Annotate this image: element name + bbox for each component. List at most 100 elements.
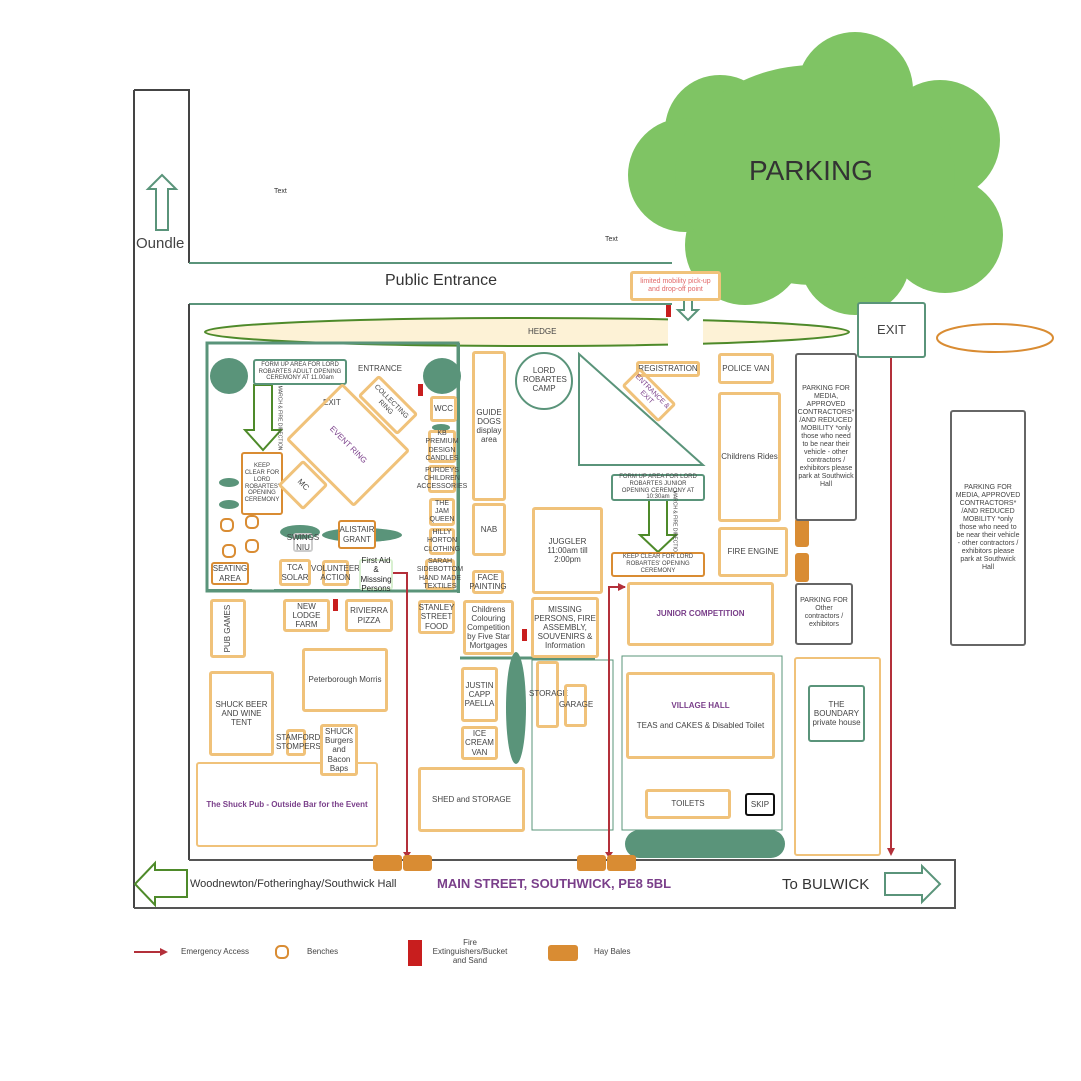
march-direction-label: MARCH & FIRE DIRECTION <box>276 385 283 451</box>
keep-clear-junior: KEEP CLEAR FOR LORD ROBARTES' OPENING CE… <box>611 552 705 577</box>
shuck-burgers: SHUCK Burgers and Bacon Baps <box>320 724 358 776</box>
registration: REGISTRATION <box>636 361 700 377</box>
bench-icon <box>220 518 234 532</box>
fence-line <box>457 343 460 593</box>
parking-media-1: PARKING FOR MEDIA, APPROVED CONTRACTORS*… <box>795 353 857 521</box>
hay-bale <box>403 855 432 871</box>
tree-icon <box>423 358 461 394</box>
the-boundary-house: THE BOUNDARY private house <box>808 685 865 742</box>
legend-hay: Hay Bales <box>594 947 631 956</box>
seating-area: SEATING AREA <box>211 562 249 585</box>
legend-emergency: Emergency Access <box>181 947 250 956</box>
text-label: Text <box>605 236 618 243</box>
legend-benches: Benches <box>307 947 339 956</box>
fire-extinguisher <box>666 305 671 317</box>
legend-fire: Fire Extinguishers/Bucket and Sand <box>432 938 508 965</box>
pub-games: PUB GAMES <box>210 599 246 658</box>
boundary-grounds <box>794 657 881 856</box>
hay-bale-icon <box>548 945 578 961</box>
fence-line <box>274 589 392 592</box>
junior-competition-label: JUNIOR COMPETITION <box>656 609 745 619</box>
parking-media-2: PARKING FOR MEDIA, APPROVED CONTRACTORS*… <box>950 410 1026 646</box>
police-van: POLICE VAN <box>718 353 774 384</box>
parking-label: PARKING <box>749 155 873 186</box>
west-road-label: Woodnewton/Fotheringhay/Southwick Hall <box>190 878 397 890</box>
garage-label: GARAGE <box>559 700 594 709</box>
north-arrow-icon <box>145 173 179 231</box>
garage <box>564 684 587 727</box>
stall-kb-candles: KB PREMIUM DESIGN CANDLES <box>425 430 459 463</box>
fire-engine: FIRE ENGINE <box>718 527 788 577</box>
lord-robartes-camp: LORD ROBARTES CAMP <box>523 366 567 393</box>
village-hall: VILLAGE HALL TEAS and CAKES & Disabled T… <box>626 672 775 759</box>
shed-and-storage: SHED and STORAGE <box>418 767 525 832</box>
storage-label: STORAGE <box>529 689 568 698</box>
fire-extinguisher <box>333 599 338 611</box>
stall-jam-queen: THE JAM QUEEN <box>429 498 455 526</box>
hay-bale <box>795 518 809 547</box>
tree-icon <box>432 424 450 431</box>
west-arrow-icon <box>133 860 188 908</box>
bench-icon <box>245 515 259 529</box>
fire-extinguisher <box>418 384 423 396</box>
stall-tca-solar: TCA SOLAR <box>279 559 311 586</box>
exit-box: EXIT <box>857 302 926 358</box>
village-hall-label: VILLAGE HALL <box>671 701 730 711</box>
stall-volunteer-action: VOLUNTEER ACTION <box>311 560 360 586</box>
juggler: JUGGLER 11:00am till 2:00pm <box>532 507 603 594</box>
march-arrow-icon <box>242 384 284 452</box>
limited-mobility-point: limited mobility pick-up and drop-off po… <box>630 271 721 301</box>
stall-rivierra-pizza: RIVIERRA PIZZA <box>345 599 393 632</box>
stall-wcc: WCC <box>430 396 457 422</box>
tree-icon <box>210 358 248 394</box>
oundle-label: Oundle <box>136 235 185 252</box>
stall-hilly-horton: HILLY HORTON CLOTHING <box>424 528 460 555</box>
junior-competition: JUNIOR COMPETITION <box>627 582 774 646</box>
event-ring-label: EVENT RING <box>327 424 369 466</box>
toilets: TOILETS <box>645 789 731 819</box>
swings: SWINGS NIU <box>286 533 320 552</box>
pub-games-label: PUB GAMES <box>223 604 233 653</box>
overflow-cloud <box>936 323 1054 353</box>
hay-bale <box>607 855 636 871</box>
dropoff-arrow-icon <box>675 299 701 322</box>
missing-persons-info: MISSING PERSONS, FIRE ASSEMBLY, SOUVENIR… <box>531 597 599 658</box>
stamford-stompers-label: STAMFORD STOMPERS <box>276 733 321 751</box>
fence-line <box>207 589 252 592</box>
shuck-beer-tent: SHUCK BEER AND WINE TENT <box>209 671 274 756</box>
tree-icon <box>219 500 239 509</box>
bench-icon <box>245 539 259 553</box>
stall-stanley-street-food: STANLEY STREET FOOD <box>418 600 455 634</box>
tree-icon <box>506 652 526 764</box>
east-road-label: To BULWICK <box>782 876 870 893</box>
first-aid: First Aid & Misssing Persons <box>359 556 393 593</box>
form-up-adult: FORM UP AREA FOR LORD ROBARTES ADULT OPE… <box>253 359 347 385</box>
parking-cloud <box>628 32 1003 315</box>
stall-alistair-grant: ALISTAIR GRANT <box>338 520 376 549</box>
colouring-competition: Childrens Colouring Competition by Five … <box>463 600 514 655</box>
public-entrance-label: Public Entrance <box>385 272 498 289</box>
shuck-pub-label: The Shuck Pub - Outside Bar for the Even… <box>206 799 368 809</box>
bench-icon <box>275 945 289 959</box>
fire-extinguisher-icon <box>408 940 422 966</box>
ice-cream-van: ICE CREAM VAN <box>461 726 498 760</box>
stamford-stompers <box>286 729 306 756</box>
shuck-pub: The Shuck Pub - Outside Bar for the Even… <box>196 762 378 847</box>
form-up-junior: FORM UP AREA FOR LORD ROBARTES JUNIOR OP… <box>611 474 705 501</box>
east-arrow-icon <box>884 863 942 905</box>
teas-label: TEAS and CAKES & Disabled Toilet <box>636 720 765 730</box>
stall-new-lodge-farm: NEW LODGE FARM <box>283 599 330 632</box>
tree-icon <box>219 478 239 487</box>
storage <box>536 661 559 728</box>
stall-sarah-sidebottom: SARAH SIDEBOTTOM HAND MADE TEXTILES <box>416 558 464 590</box>
stall-purdeys: PURDEYS CHILDREN ACCESSORIES <box>417 465 467 493</box>
text-label: Text <box>274 188 287 195</box>
stall-nab: NAB <box>472 503 506 556</box>
guide-dogs-area: GUIDE DOGS display area <box>472 351 506 501</box>
hay-bale <box>577 855 606 871</box>
peterborough-morris: Peterborough Morris <box>302 648 388 712</box>
hay-bale <box>373 855 402 871</box>
march-arrow-icon <box>637 499 679 554</box>
parking-other: PARKING FOR Other contractors / exhibito… <box>795 583 853 645</box>
